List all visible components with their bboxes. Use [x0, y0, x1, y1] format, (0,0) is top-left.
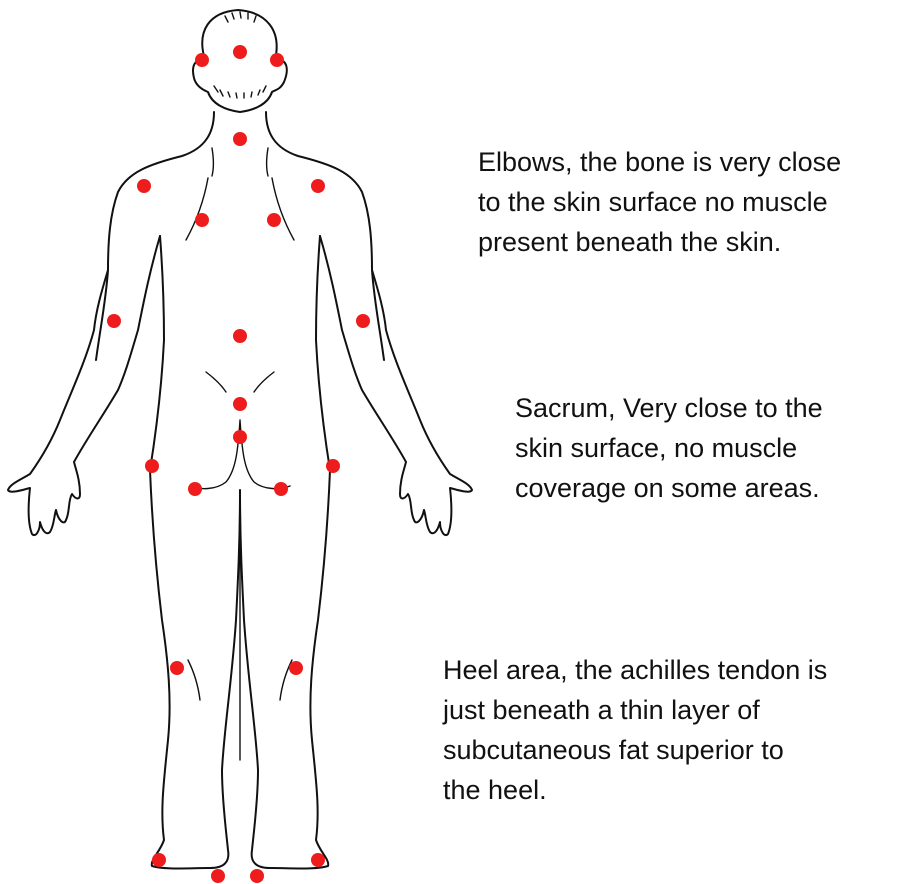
pressure-point-spine — [233, 329, 247, 343]
sacrum-note: Sacrum, Very close to the skin surface, … — [515, 388, 823, 508]
pressure-point-left-elbow — [107, 314, 121, 328]
pressure-point-right-heel-outer — [311, 853, 325, 867]
pressure-point-right-hip — [326, 459, 340, 473]
pressure-point-left-hip — [145, 459, 159, 473]
right-arm-outline — [320, 236, 472, 535]
pressure-point-neck — [233, 132, 247, 146]
elbows-note-line: present beneath the skin. — [478, 222, 841, 262]
pressure-point-right-shoulder — [311, 179, 325, 193]
heel-note-line: the heel. — [443, 770, 827, 810]
pressure-point-right-scapula — [267, 213, 281, 227]
elbows-note-line: to the skin surface no muscle — [478, 182, 841, 222]
pressure-point-right-knee — [289, 661, 303, 675]
pressure-point-right-heel-inner — [250, 869, 264, 883]
pressure-point-sacrum — [233, 397, 247, 411]
pressure-point-right-elbow — [356, 314, 370, 328]
pressure-point-left-shoulder — [137, 179, 151, 193]
pressure-point-head-crown — [233, 45, 247, 59]
left-arm-outline — [8, 236, 160, 535]
pressure-point-left-heel-outer — [152, 853, 166, 867]
sacrum-note-line: skin surface, no muscle — [515, 428, 823, 468]
pressure-point-left-knee — [170, 661, 184, 675]
sacrum-note-line: Sacrum, Very close to the — [515, 388, 823, 428]
pressure-point-right-ear — [270, 53, 284, 67]
torso-outline — [96, 112, 384, 470]
heel-note: Heel area, the achilles tendon is just b… — [443, 650, 827, 810]
elbows-note-line: Elbows, the bone is very close — [478, 142, 841, 182]
pressure-point-right-ischium — [274, 482, 288, 496]
pressure-point-left-ear — [195, 53, 209, 67]
pressure-point-left-heel-inner — [211, 869, 225, 883]
heel-note-line: subcutaneous fat superior to — [443, 730, 827, 770]
pressure-point-coccyx — [233, 430, 247, 444]
pressure-point-left-scapula — [195, 213, 209, 227]
pressure-point-left-ischium — [188, 482, 202, 496]
heel-note-line: Heel area, the achilles tendon is — [443, 650, 827, 690]
body-outline-figure — [0, 0, 480, 884]
heel-note-line: just beneath a thin layer of — [443, 690, 827, 730]
sacrum-note-line: coverage on some areas. — [515, 468, 823, 508]
elbows-note: Elbows, the bone is very close to the sk… — [478, 142, 841, 262]
